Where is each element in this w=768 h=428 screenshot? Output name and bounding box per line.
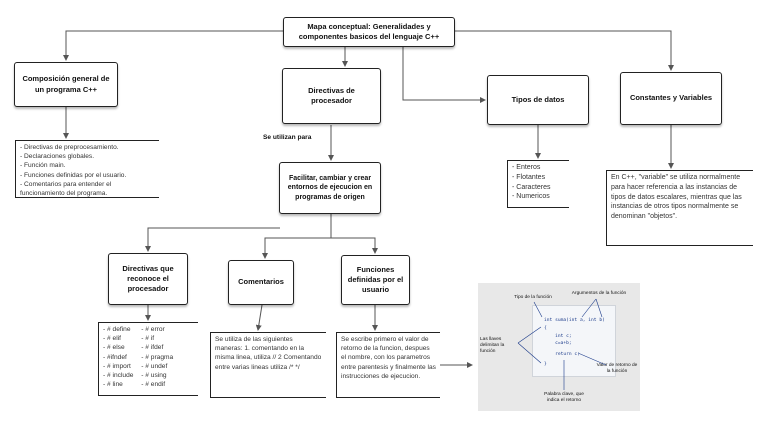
edge-root-tipos xyxy=(402,46,486,103)
code-line: int c; xyxy=(544,334,572,339)
directiva-item: - # import xyxy=(103,362,131,370)
directiva-item: - # elif xyxy=(103,335,121,343)
edge-facilitar-comentarios xyxy=(262,214,332,259)
tipos-items: - Enteros - Flotantes - Caracteres - Num… xyxy=(507,160,569,208)
directiva-item: - # line xyxy=(103,381,123,389)
code-line: c=a+b; xyxy=(544,341,572,346)
directiva-item: - #ifndef xyxy=(103,353,127,361)
directiva-item: - # ifdef xyxy=(141,344,164,352)
funciones-text-content: Se escribe primero el valor de retorno d… xyxy=(341,336,436,380)
funciones-text: Se escribe primero el valor de retorno d… xyxy=(336,332,440,398)
composicion-node-label: Composición general de un programa C++ xyxy=(22,74,110,94)
tipos-item: - Caracteres xyxy=(512,183,551,191)
composicion-item: - Directivas de preprocesamiento. xyxy=(20,144,119,151)
code-line: int suma(int a, int b) xyxy=(544,318,605,323)
tipos-item: - Flotantes xyxy=(512,173,546,181)
directiva-item: - # pragma xyxy=(141,353,174,361)
directivas-list: - # define - # elif - # else - #ifndef -… xyxy=(98,322,198,396)
edge-root-constantes xyxy=(455,30,674,71)
reconoce-node: Directivas que reconoce el procesador xyxy=(108,253,188,305)
comentarios-node: Comentarios xyxy=(228,260,294,305)
tipos-item: - Enteros xyxy=(512,164,541,171)
root-node-label: Mapa conceptual: Generalidades y compone… xyxy=(298,21,440,41)
code-line: { xyxy=(544,326,547,331)
directiva-item: - # define xyxy=(103,326,131,333)
composicion-item: - Funciones definidas por el usuario. xyxy=(20,171,127,179)
directiva-item: - # else xyxy=(103,344,125,352)
composicion-item: - Función main. xyxy=(20,162,66,170)
root-node: Mapa conceptual: Generalidades y compone… xyxy=(283,17,455,47)
edge-label: Se utilizan para xyxy=(263,134,312,141)
directivas-col-1: - # define - # elif - # else - #ifndef -… xyxy=(103,325,133,390)
funciones-node-label: Funciones definidas por el usuario xyxy=(347,264,404,295)
constantes-text: En C++, "variable" se utiliza normalment… xyxy=(606,170,753,246)
directiva-item: - # undef xyxy=(141,362,168,370)
annotation-palabra: Palabra clave, que indica el retorno xyxy=(544,392,584,403)
constantes-node: Constantes y Variables xyxy=(620,72,722,125)
annotation-tipo: Tipo de la función xyxy=(514,295,552,300)
annotation-llaves: Las llaves delimitan la función xyxy=(480,337,505,354)
directivas-node-label: Directivas de procesador xyxy=(308,85,355,105)
comentarios-node-label: Comentarios xyxy=(238,277,284,287)
funciones-node: Funciones definidas por el usuario xyxy=(341,255,410,305)
code-line: } xyxy=(544,362,547,367)
edge-facilitar-reconoce xyxy=(145,227,280,252)
directiva-item: - # include xyxy=(103,372,134,380)
directiva-item: - # endif xyxy=(141,381,166,389)
function-figure: int suma(int a, int b) { int c; c=a+b; r… xyxy=(478,283,640,411)
code-line: return c; xyxy=(544,352,580,357)
composicion-item: - Comentarios para entender el funcionam… xyxy=(20,180,112,198)
directiva-item: - # if xyxy=(141,335,155,343)
code-background xyxy=(532,305,616,377)
directivas-node: Directivas de procesador xyxy=(282,68,381,124)
comentarios-text-content: Se utiliza de las siguientes maneras: 1.… xyxy=(215,336,322,371)
facilitar-node: Facilitar, cambiar y crear entornos de e… xyxy=(279,162,381,214)
facilitar-node-label: Facilitar, cambiar y crear entornos de e… xyxy=(287,174,373,201)
edge-root-composicion xyxy=(63,30,283,61)
edge-facilitar-funciones xyxy=(331,237,378,254)
constantes-text-content: En C++, "variable" se utiliza normalment… xyxy=(611,174,742,221)
composicion-items: - Directivas de preprocesamiento. - Decl… xyxy=(15,140,159,198)
composicion-node: Composición general de un programa C++ xyxy=(14,62,118,107)
comentarios-text: Se utiliza de las siguientes maneras: 1.… xyxy=(210,332,326,398)
tipos-node: Tipos de datos xyxy=(487,75,589,125)
tipos-item: - Numericos xyxy=(512,193,550,201)
edge-comentarios-text xyxy=(255,304,263,331)
figure-arrows xyxy=(517,298,607,390)
directiva-item: - # error xyxy=(141,326,165,333)
directivas-col-2: - # error - # if - # ifdef - # pragma - … xyxy=(141,325,173,390)
annotation-argumentos: Argumentos de la función xyxy=(571,291,627,296)
constantes-node-label: Constantes y Variables xyxy=(629,93,713,103)
reconoce-node-label: Directivas que reconoce el procesador xyxy=(122,263,174,294)
composicion-item: - Declaraciones globales. xyxy=(20,153,95,161)
directiva-item: - # using xyxy=(141,372,167,380)
annotation-valor: Valor de retorno de la función xyxy=(596,363,638,374)
tipos-node-label: Tipos de datos xyxy=(511,94,565,104)
